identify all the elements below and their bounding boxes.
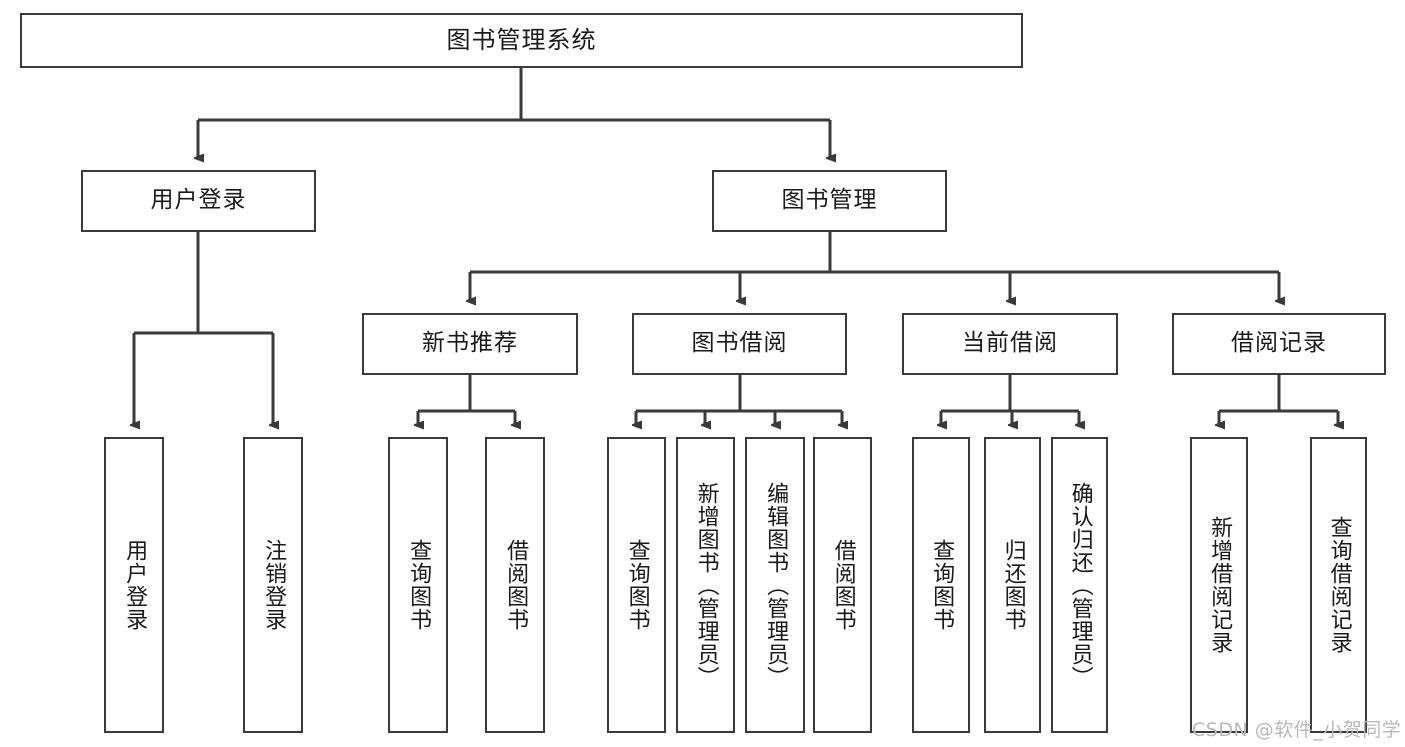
node-label: 借阅图书 <box>503 539 529 631</box>
node-label: 借阅图书 <box>830 539 856 631</box>
node-book-management[interactable]: 图书管理 <box>712 170 947 232</box>
node-label: 编辑图书（管理员） <box>763 481 789 689</box>
node-borrow-record[interactable]: 借阅记录 <box>1172 313 1386 375</box>
leaf-add-borrow-record[interactable]: 新增借阅记录 <box>1190 437 1248 733</box>
node-label: 新增借阅记录 <box>1207 516 1233 654</box>
node-label: 图书管理 <box>781 187 878 214</box>
node-label: 用户登录 <box>150 187 247 214</box>
leaf-logout-login[interactable]: 注销登录 <box>243 437 303 733</box>
node-label: 用户登录 <box>122 539 148 631</box>
leaf-query-book-current[interactable]: 查询图书 <box>912 437 970 733</box>
watermark: CSDN @软件_小贺同学 <box>1192 719 1402 741</box>
node-label: 当前借阅 <box>962 330 1058 357</box>
node-new-book-recommend[interactable]: 新书推荐 <box>362 313 578 375</box>
leaf-query-book-borrow[interactable]: 查询图书 <box>607 437 666 733</box>
node-label: 新增图书（管理员） <box>693 481 719 689</box>
leaf-confirm-return-admin[interactable]: 确认归还（管理员） <box>1051 437 1108 733</box>
node-label: 归还图书 <box>1000 539 1026 631</box>
node-label: 图书借阅 <box>691 330 788 357</box>
leaf-query-borrow-record[interactable]: 查询借阅记录 <box>1310 437 1367 733</box>
node-root-label: 图书管理系统 <box>446 26 597 55</box>
leaf-add-book-admin[interactable]: 新增图书（管理员） <box>676 437 735 733</box>
node-book-borrow[interactable]: 图书借阅 <box>632 313 847 375</box>
node-label: 新书推荐 <box>422 330 518 357</box>
node-label: 查询借阅记录 <box>1326 516 1352 654</box>
node-label: 借阅记录 <box>1231 330 1327 357</box>
node-current-borrow[interactable]: 当前借阅 <box>902 313 1118 375</box>
leaf-borrow-book-recommend[interactable]: 借阅图书 <box>485 437 545 733</box>
leaf-edit-book-admin[interactable]: 编辑图书（管理员） <box>745 437 805 733</box>
node-root[interactable]: 图书管理系统 <box>20 13 1023 68</box>
node-label: 查询图书 <box>929 539 955 631</box>
node-label: 查询图书 <box>406 539 432 631</box>
node-label: 查询图书 <box>624 539 650 631</box>
node-label: 确认归还（管理员） <box>1067 481 1093 689</box>
node-label: 注销登录 <box>261 539 287 631</box>
leaf-query-book-recommend[interactable]: 查询图书 <box>388 437 448 733</box>
leaf-return-book[interactable]: 归还图书 <box>984 437 1041 733</box>
leaf-borrow-book[interactable]: 借阅图书 <box>813 437 872 733</box>
node-user-login[interactable]: 用户登录 <box>81 170 316 232</box>
leaf-user-login[interactable]: 用户登录 <box>104 437 164 733</box>
